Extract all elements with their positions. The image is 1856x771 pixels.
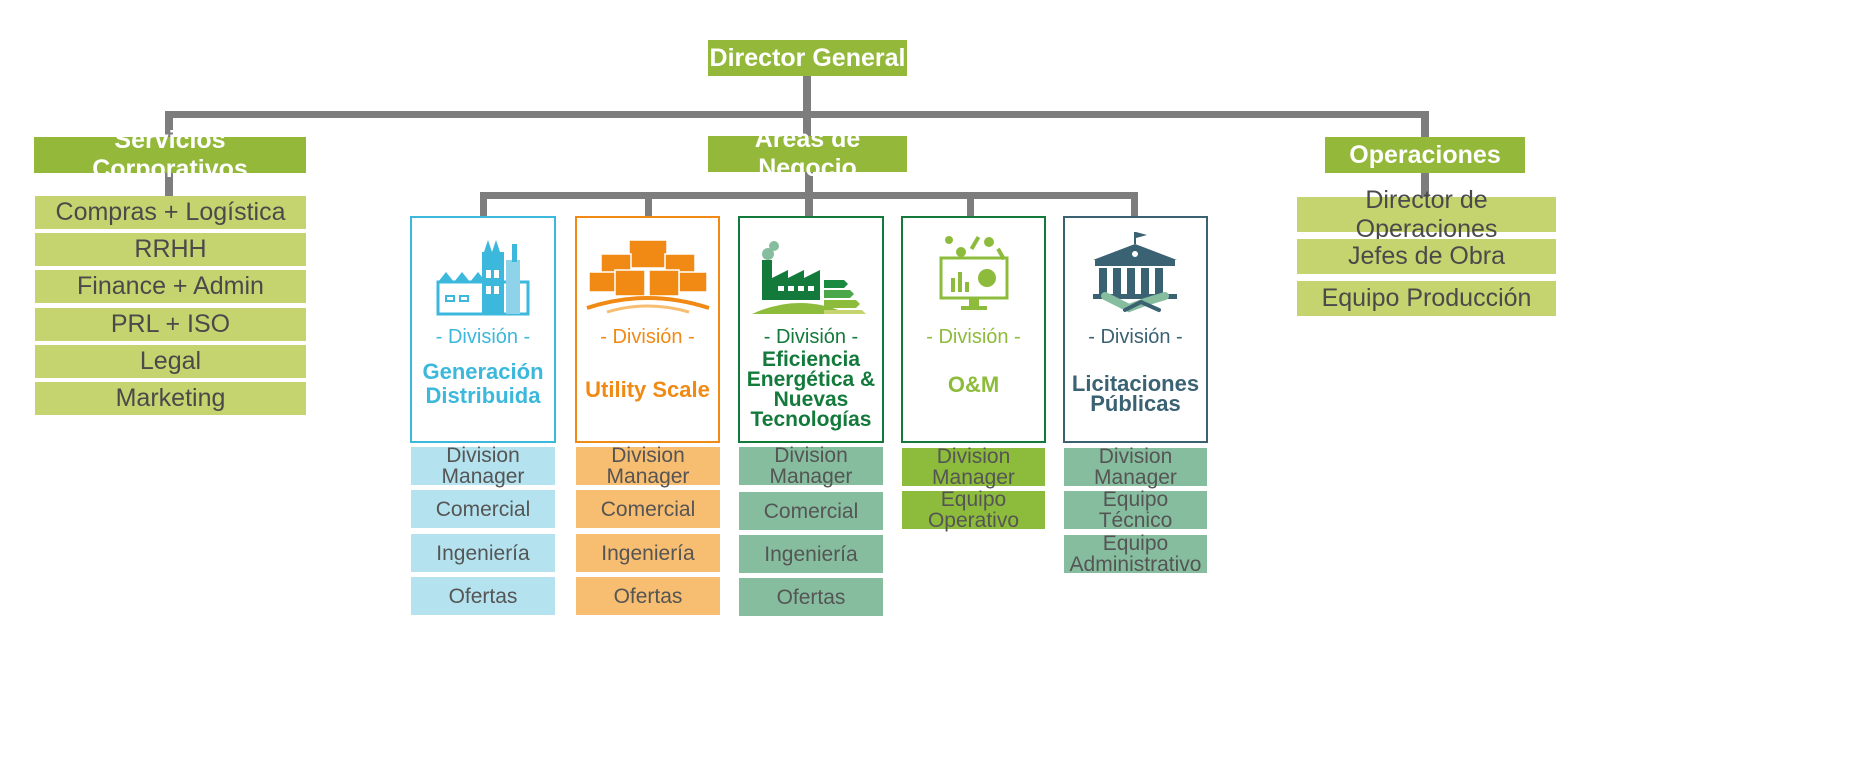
operations-box: Operaciones — [1325, 137, 1525, 173]
division-card-utility-scale: - División - Utility Scale — [575, 216, 720, 443]
connector-division-4 — [967, 192, 974, 217]
corporate-item: Finance + Admin — [35, 270, 306, 303]
director-general-box: Director General — [708, 40, 907, 76]
division-item-label: Ofertas — [448, 584, 518, 608]
energy-rating-icon — [740, 230, 882, 316]
business-areas-label: Áreas de Negocio — [754, 125, 861, 182]
division-subtitle: - División - — [763, 326, 859, 348]
connector-corporate-down — [165, 172, 173, 198]
division-subtitle: - División - — [435, 326, 531, 348]
division-item-label: Division Manager — [606, 444, 690, 488]
operations-item: Jefes de Obra — [1297, 239, 1556, 274]
division-item-label: Comercial — [600, 497, 696, 521]
corporate-item-label: Compras + Logística — [55, 198, 286, 226]
corporate-item-label: Finance + Admin — [77, 272, 264, 300]
division-item-label: Ofertas — [613, 584, 683, 608]
connector-division-2 — [645, 192, 652, 217]
division-item-label: Ingeniería — [764, 542, 858, 566]
public-building-handshake-icon — [1065, 230, 1206, 316]
division-title: Licitaciones Públicas — [1071, 371, 1200, 416]
division-item: Ofertas — [411, 577, 555, 615]
division-item-label: Division Manager — [441, 444, 525, 488]
corporate-item: Marketing — [35, 382, 306, 415]
division-item-label: Equipo Administrativo — [1069, 532, 1202, 576]
division-item-label: Equipo Operativo — [927, 488, 1020, 532]
corporate-item: Legal — [35, 345, 306, 378]
division-card-eficiencia-energetica: - División - Eficiencia Energética & Nue… — [738, 216, 884, 443]
division-item: Equipo Administrativo — [1064, 532, 1207, 576]
corporate-services-box: Servicios Corporativos — [34, 126, 306, 183]
monitor-maintenance-icon — [903, 230, 1044, 316]
division-item: Equipo Operativo — [902, 488, 1045, 532]
division-subtitle: - División - — [1088, 326, 1183, 348]
corporate-services-label: Servicios Corporativos — [92, 126, 248, 183]
division-title: Utility Scale — [585, 377, 710, 402]
division-item: Division Manager — [576, 444, 720, 488]
corporate-item-label: Legal — [139, 347, 202, 375]
division-item: Ingeniería — [739, 535, 883, 573]
division-item: Division Manager — [739, 444, 883, 488]
division-item: Equipo Técnico — [1064, 488, 1207, 532]
connector-division-5 — [1131, 192, 1138, 217]
division-item-label: Ingeniería — [436, 541, 530, 565]
division-item-label: Equipo Técnico — [1098, 488, 1173, 532]
division-item-label: Division Manager — [932, 445, 1015, 489]
operations-item-label: Jefes de Obra — [1347, 242, 1506, 270]
solar-farm-icon — [577, 230, 718, 316]
corporate-item: PRL + ISO — [35, 308, 306, 341]
operations-item: Equipo Producción — [1297, 281, 1556, 316]
division-item-label: Division Manager — [1094, 445, 1177, 489]
corporate-item: Compras + Logística — [35, 196, 306, 229]
division-item: Comercial — [576, 490, 720, 528]
connector-director-down — [803, 76, 811, 118]
corporate-item-label: Marketing — [115, 384, 226, 412]
division-item: Ingeniería — [576, 534, 720, 572]
operations-item-label: Director de Operaciones — [1355, 185, 1498, 243]
corporate-item: RRHH — [35, 233, 306, 266]
division-item-label: Comercial — [435, 497, 531, 521]
corporate-item-label: PRL + ISO — [110, 310, 231, 338]
corporate-item-label: RRHH — [134, 235, 207, 263]
connector-division-bus — [480, 192, 1138, 199]
connector-business-up — [803, 111, 811, 138]
division-item: Division Manager — [902, 445, 1045, 489]
director-general-label: Director General — [709, 43, 906, 72]
connector-operations-down — [1421, 172, 1429, 198]
division-card-om: - División - O&M — [901, 216, 1046, 443]
division-item: Comercial — [739, 492, 883, 530]
division-card-licitaciones-publicas: - División - Licitaciones Públicas — [1063, 216, 1208, 443]
division-item: Ingeniería — [411, 534, 555, 572]
division-title: Eficiencia Energética & Nuevas Tecnologí… — [746, 348, 876, 431]
division-item-label: Comercial — [763, 499, 859, 523]
division-item: Comercial — [411, 490, 555, 528]
business-areas-box: Áreas de Negocio — [708, 125, 907, 182]
connector-corporate-up — [165, 111, 173, 138]
division-item-label: Ingeniería — [601, 541, 695, 565]
operations-item-label: Equipo Producción — [1321, 284, 1532, 312]
division-item: Division Manager — [1064, 445, 1207, 489]
division-subtitle: - División - — [600, 326, 695, 348]
division-title: Generación Distribuida — [422, 359, 544, 408]
division-item-label: Ofertas — [776, 585, 846, 609]
operations-label: Operaciones — [1349, 140, 1501, 169]
division-item: Ofertas — [576, 577, 720, 615]
division-item-label: Division Manager — [769, 444, 853, 488]
factory-icon — [412, 230, 554, 316]
connector-top-bus — [165, 111, 1429, 118]
connector-division-1 — [480, 192, 487, 217]
division-title: O&M — [947, 372, 1000, 397]
division-item: Division Manager — [411, 444, 555, 488]
division-card-generacion-distribuida: - División - Generación Distribuida — [410, 216, 556, 443]
connector-operations-up — [1421, 111, 1429, 138]
operations-item: Director de Operaciones — [1297, 186, 1556, 243]
division-subtitle: - División - — [926, 326, 1021, 348]
division-item: Ofertas — [739, 578, 883, 616]
